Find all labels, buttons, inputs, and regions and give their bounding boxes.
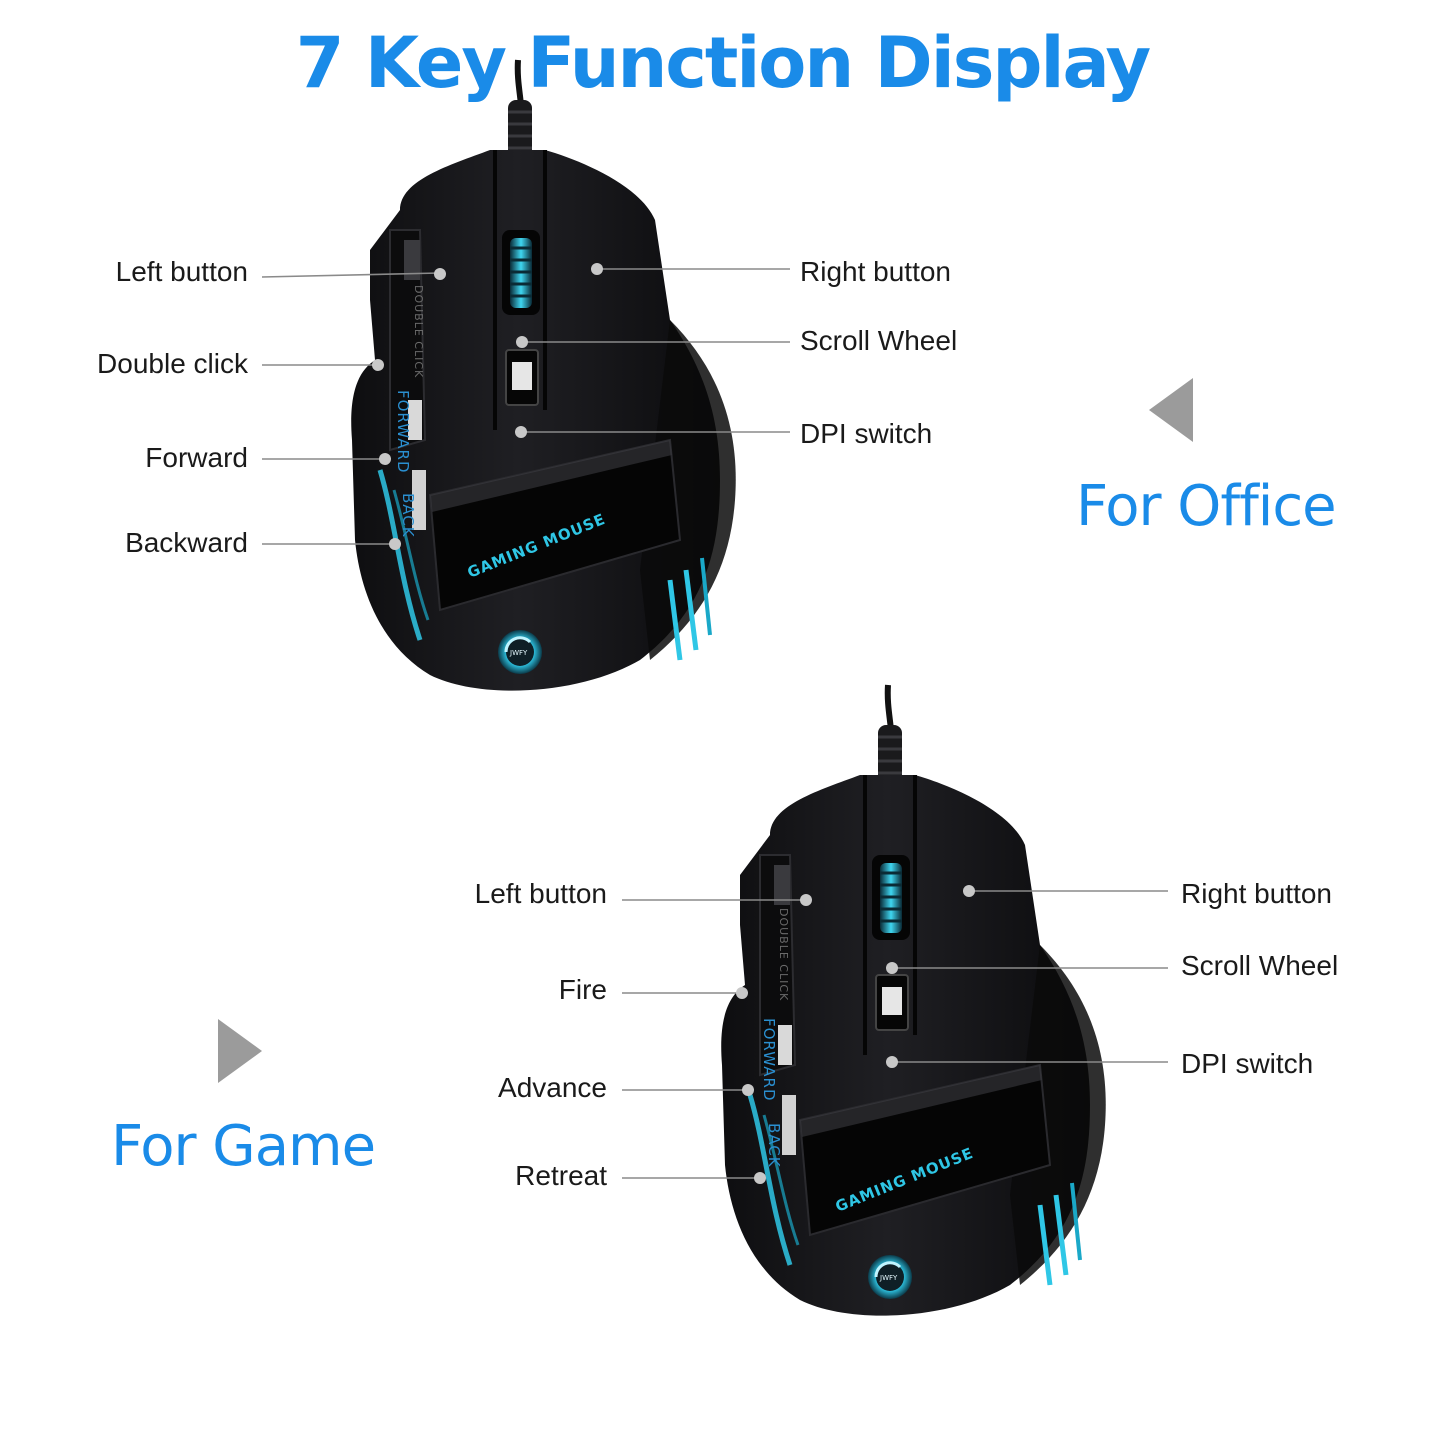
office-print-back: BACK xyxy=(399,493,417,538)
label-game-fire: Fire xyxy=(558,974,607,1005)
label-game-dpi-switch: DPI switch xyxy=(1181,1048,1314,1079)
mouse-office xyxy=(351,60,736,691)
label-game-retreat: Retreat xyxy=(515,1160,607,1191)
mode-label-office: For Office xyxy=(1076,474,1337,539)
dot-game-advance xyxy=(742,1084,754,1096)
label-game-right-button: Right button xyxy=(1181,878,1332,909)
label-office-double-click: Double click xyxy=(97,348,248,379)
dot-game-fire xyxy=(736,987,748,999)
office-callout-dots xyxy=(372,263,603,550)
mode-label-game: For Game xyxy=(111,1114,376,1179)
label-game-scroll-wheel: Scroll Wheel xyxy=(1181,950,1339,981)
label-office-right-button: Right button xyxy=(800,256,951,287)
dot-office-forward xyxy=(379,453,391,465)
dot-game-right-button xyxy=(963,885,975,897)
office-print-logo: JWFY xyxy=(509,649,528,657)
office-print-forward: FORWARD xyxy=(394,390,412,474)
leader-office-left-button xyxy=(261,272,441,278)
game-callout-dots xyxy=(736,885,975,1184)
dot-office-scroll-wheel xyxy=(516,336,528,348)
office-print-double-click: DOUBLE CLICK xyxy=(412,285,425,378)
page-title: 7 Key Function Display xyxy=(295,22,1151,104)
office-leader-lines xyxy=(261,268,790,545)
dot-office-dpi-switch xyxy=(515,426,527,438)
game-print-logo: JWFY xyxy=(879,1274,898,1282)
label-office-scroll-wheel: Scroll Wheel xyxy=(800,325,958,356)
label-game-advance: Advance xyxy=(498,1072,607,1103)
game-print-double-click: DOUBLE CLICK xyxy=(777,908,790,1001)
label-office-dpi-switch: DPI switch xyxy=(800,418,933,449)
dot-office-backward xyxy=(389,538,401,550)
triangle-left-icon xyxy=(1149,378,1193,442)
dot-office-right-button xyxy=(591,263,603,275)
label-game-left-button: Left button xyxy=(474,878,607,909)
game-leader-lines xyxy=(622,890,1168,1179)
dot-office-double-click xyxy=(372,359,384,371)
dot-game-left-button xyxy=(800,894,812,906)
dot-office-left-button xyxy=(434,268,446,280)
game-print-forward: FORWARD xyxy=(760,1018,778,1102)
dot-game-retreat xyxy=(754,1172,766,1184)
dot-game-dpi-switch xyxy=(886,1056,898,1068)
dot-game-scroll-wheel xyxy=(886,962,898,974)
label-office-forward: Forward xyxy=(145,442,248,473)
triangle-right-icon xyxy=(218,1019,262,1083)
label-office-left-button: Left button xyxy=(115,256,248,287)
label-office-backward: Backward xyxy=(125,527,248,558)
game-print-back: BACK xyxy=(765,1123,783,1168)
